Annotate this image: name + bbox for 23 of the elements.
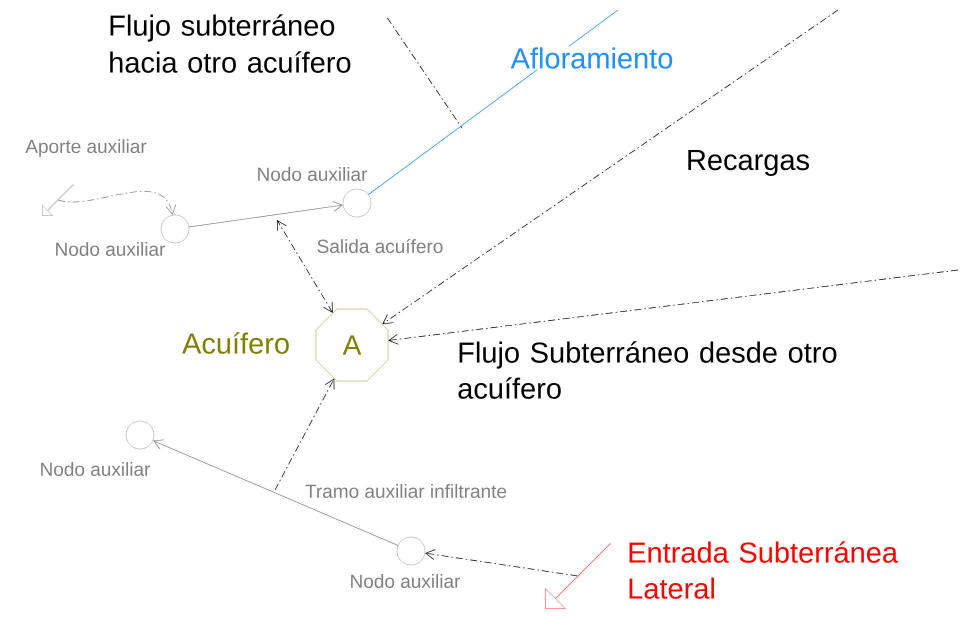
- edge-label: Afloramiento: [510, 46, 674, 70]
- flow-label: Flujo subterráneo hacia otro acuífero: [110, 14, 350, 73]
- edge-label: Tramo auxiliar infiltrante: [304, 483, 508, 499]
- connector: [425, 549, 578, 576]
- edge-label: Salida acuífero: [316, 238, 444, 254]
- node-label: Aporte auxiliar: [25, 139, 146, 157]
- node-label: Acuífero: [182, 332, 289, 354]
- node-label: Entrada Subterránea Lateral: [630, 541, 898, 599]
- connector: [382, 10, 838, 324]
- connector: [387, 18, 462, 128]
- connector: [188, 201, 343, 228]
- edge-label: Recargas: [684, 149, 812, 177]
- connector: [58, 191, 176, 216]
- edge-label: Flujo Subterráneo desde otro acuífero: [456, 340, 844, 400]
- connector: [274, 378, 334, 490]
- node-label: Nodo auxiliar: [41, 462, 150, 476]
- connector: [277, 220, 333, 313]
- node-label: Nodo auxiliar: [56, 242, 166, 256]
- node-label: Nodo auxiliar: [351, 574, 460, 588]
- connector: [388, 270, 958, 345]
- octagon-node: A: [316, 308, 388, 382]
- connector: [153, 439, 398, 546]
- node-label: Nodo auxiliar: [258, 167, 368, 181]
